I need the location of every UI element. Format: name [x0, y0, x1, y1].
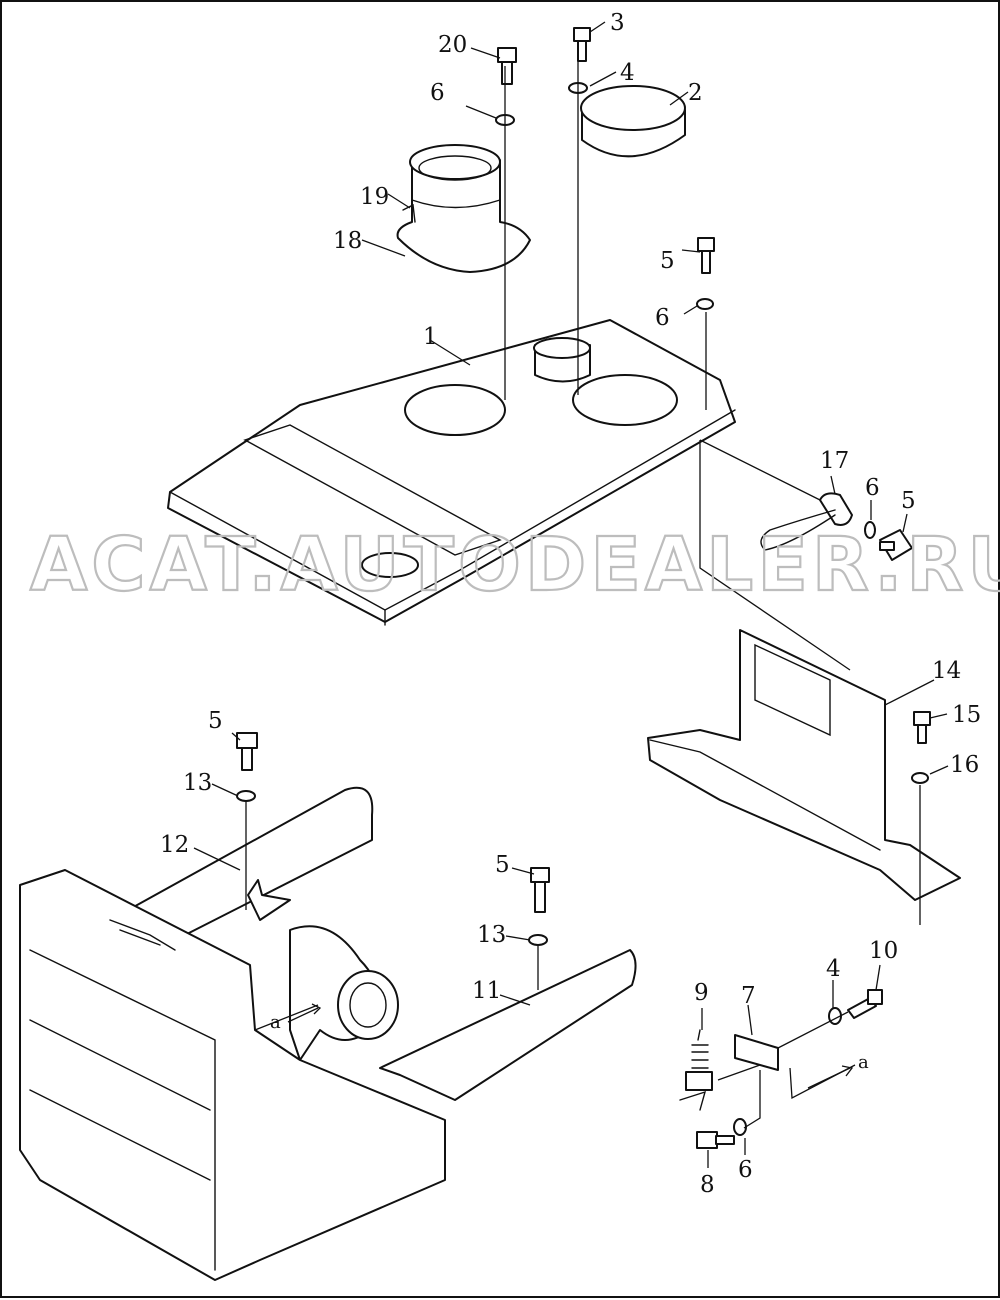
callout-15: 15	[952, 702, 981, 728]
callout-4-bottom: 4	[826, 956, 841, 982]
callout-5-left: 5	[208, 708, 223, 734]
callout-3: 3	[610, 10, 625, 36]
callout-5-bracket: 5	[901, 488, 916, 514]
callout-11: 11	[472, 978, 501, 1004]
callout-16: 16	[950, 752, 979, 778]
callout-20: 20	[438, 32, 467, 58]
ref-a-right-arrow	[807, 1065, 854, 1089]
callout-6-right: 6	[655, 305, 670, 331]
bolt-15	[913, 711, 931, 744]
leader-lines	[193, 21, 949, 1168]
bolt-20	[497, 47, 517, 85]
callout-17: 17	[820, 448, 849, 474]
callout-18: 18	[333, 228, 362, 254]
air-intake-tube-upper	[109, 786, 374, 936]
callout-6-clamp: 6	[865, 475, 880, 501]
air-intake-tube-lower	[289, 925, 637, 1101]
spring	[679, 1029, 713, 1111]
callout-10: 10	[869, 938, 898, 964]
callout-14: 14	[932, 658, 961, 684]
callout-7: 7	[741, 983, 756, 1009]
watermark-text: ACAT.AUTODEALER.RU	[30, 522, 1000, 608]
latch-plate	[734, 1034, 779, 1071]
air-pipe-with-flange	[396, 144, 531, 273]
callout-labels: 1 2 3 4 4 5 5 5 5 6 6 6 6 7 8 9 10 11 12…	[160, 10, 981, 1198]
radiator-housing	[19, 869, 446, 1281]
bolt-3	[573, 27, 591, 62]
washers	[236, 82, 929, 1136]
callout-19: 19	[360, 184, 389, 210]
callout-5-center: 5	[495, 852, 510, 878]
callout-8: 8	[700, 1172, 715, 1198]
callout-2: 2	[688, 80, 703, 106]
callout-13-left: 13	[183, 770, 212, 796]
ref-a-right: a	[858, 1052, 869, 1073]
clamp	[760, 492, 853, 551]
callout-4-top: 4	[620, 60, 635, 86]
ref-a-left-arrow	[287, 1003, 322, 1023]
ref-a-left: a	[270, 1012, 281, 1033]
bolt-5-center	[530, 867, 550, 913]
callout-13-center: 13	[477, 922, 506, 948]
bolt-8	[696, 1131, 735, 1149]
callout-6-top: 6	[430, 80, 445, 106]
bracket	[647, 629, 961, 901]
bolt-5-upper	[697, 237, 715, 274]
callout-6-bottom: 6	[738, 1157, 753, 1183]
cover-plate	[167, 319, 736, 626]
bolt-5-bracket	[879, 529, 913, 561]
callout-1: 1	[423, 324, 438, 350]
bolt-5-left	[236, 732, 258, 771]
callout-9: 9	[694, 980, 709, 1006]
cap	[580, 85, 686, 158]
callout-5-upper: 5	[660, 248, 675, 274]
bolt-10	[847, 989, 883, 1019]
callout-12: 12	[160, 832, 189, 858]
